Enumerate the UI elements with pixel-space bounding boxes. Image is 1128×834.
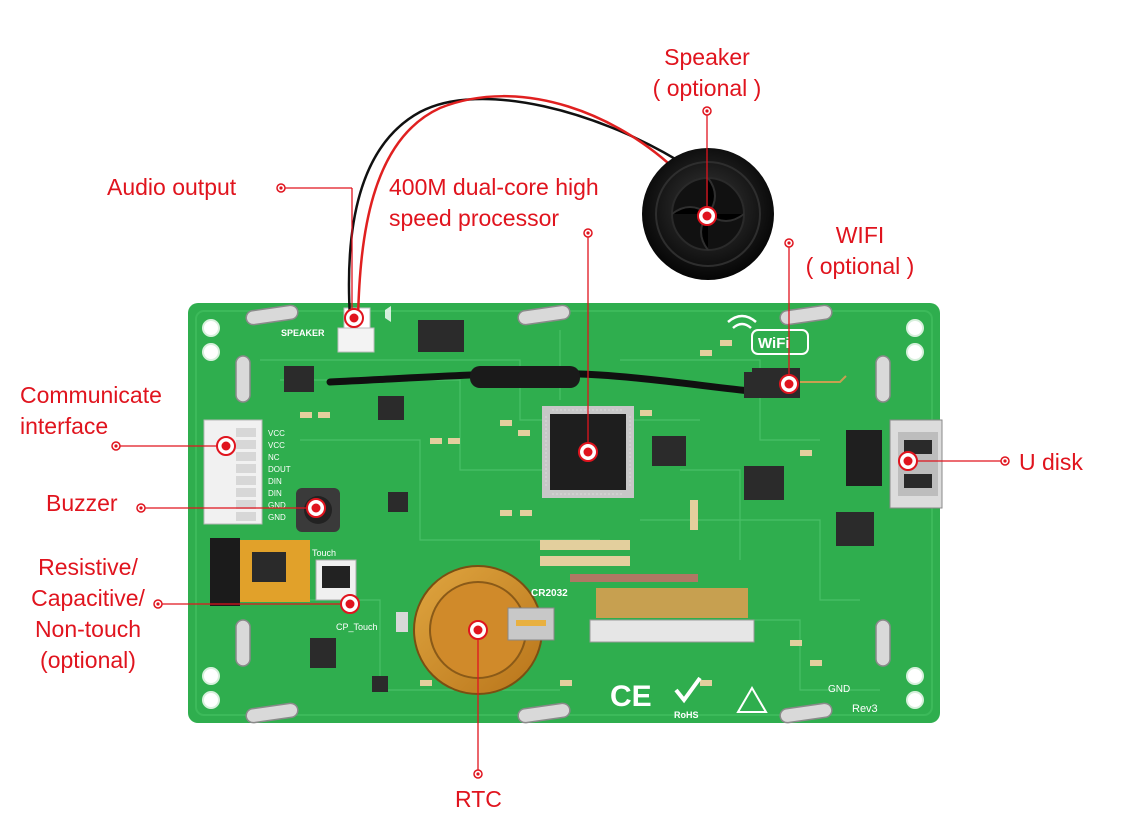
communicate-connector: VCC VCC NC DOUT DIN DIN GND GND	[203, 419, 291, 525]
communicate-interface-line2: interface	[20, 413, 109, 439]
pin-label: DIN	[268, 489, 282, 498]
rtc-label: RTC	[455, 786, 502, 812]
wifi-label: WIFI ( optional )	[790, 220, 930, 282]
speaker-silkscreen: SPEAKER	[281, 328, 325, 338]
pin-label: DOUT	[268, 465, 291, 474]
pin-label: NC	[268, 453, 280, 462]
rohs-mark: RoHS	[674, 710, 699, 720]
touch-flex: Touch CP_Touch	[210, 538, 378, 632]
pin-label: GND	[268, 513, 286, 522]
speaker-label-line1: Speaker	[664, 44, 750, 70]
touch-label: Resistive/ Capacitive/ Non-touch (option…	[14, 552, 162, 676]
buzzer-label: Buzzer	[46, 490, 118, 516]
pin-label: VCC	[268, 429, 285, 438]
speaker-wires	[347, 94, 691, 319]
u-disk-label: U disk	[1019, 449, 1083, 475]
communicate-interface-line1: Communicate	[20, 382, 162, 408]
touch-label-line2: Capacitive/	[31, 585, 145, 611]
pin-label: GND	[268, 501, 286, 510]
callout-lines	[116, 111, 1005, 774]
touch-silkscreen: Touch	[312, 548, 336, 558]
wifi-label-line1: WIFI	[835, 222, 885, 248]
processor-label: 400M dual-core high speed processor	[389, 172, 599, 234]
pin-label: DIN	[268, 477, 282, 486]
callout-markers	[111, 106, 1010, 779]
battery-silkscreen: CR2032	[531, 588, 568, 599]
audio-output-label: Audio output	[107, 174, 237, 200]
speaker-label: Speaker ( optional )	[636, 42, 778, 104]
wifi-label-line2: ( optional )	[805, 253, 915, 279]
pcb-board: SPEAKER	[188, 303, 943, 724]
touch-label-line3: Non-touch	[34, 616, 142, 642]
pin-label: VCC	[268, 441, 285, 450]
touch-label-line1: Resistive/	[38, 554, 138, 580]
revision-silkscreen: Rev3	[852, 703, 878, 715]
ce-mark: CE	[610, 680, 652, 713]
cp-touch-silkscreen: CP_Touch	[336, 622, 378, 632]
touch-label-line4: (optional)	[40, 647, 136, 673]
wifi-logo-text: WiFi	[758, 335, 790, 352]
communicate-interface-label: Communicate interface	[20, 380, 162, 442]
processor-label-line2: speed processor	[389, 205, 560, 231]
mounting-holes	[202, 319, 924, 709]
speaker-label-line2: ( optional )	[652, 75, 762, 101]
gnd-silkscreen: GND	[828, 684, 850, 695]
processor-label-line1: 400M dual-core high	[389, 174, 599, 200]
